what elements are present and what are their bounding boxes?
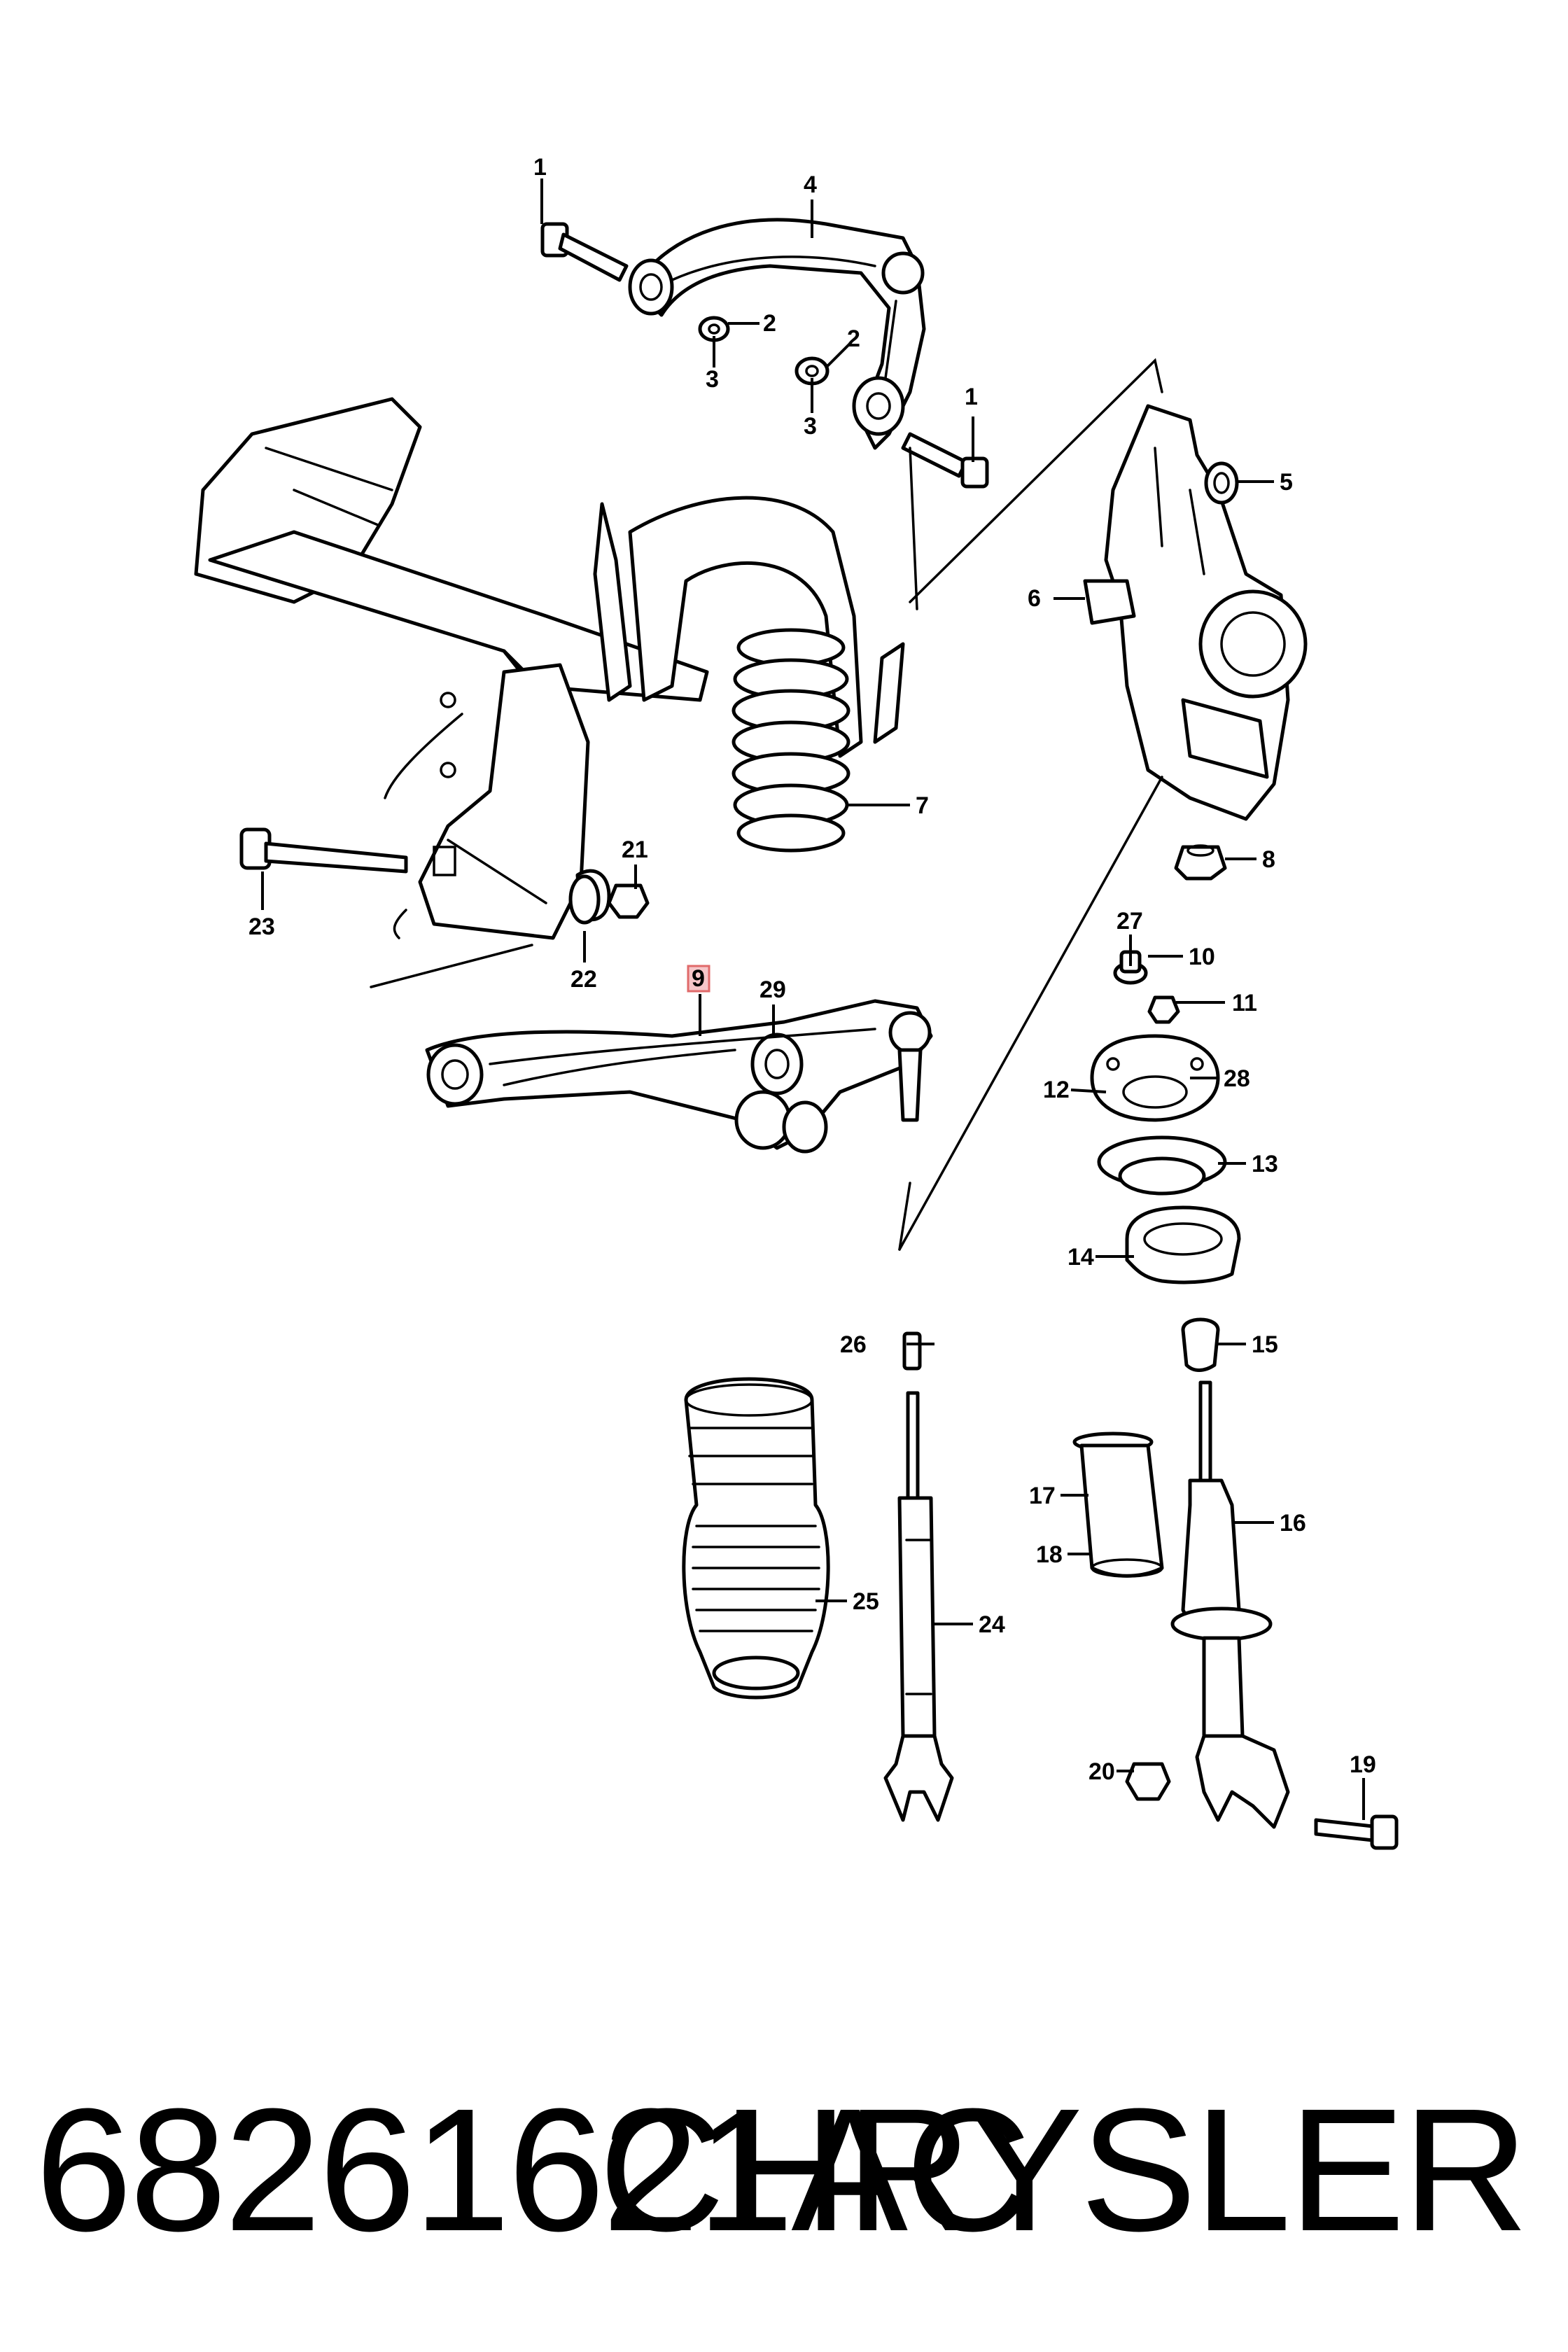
callout-27: 27 — [1116, 908, 1143, 934]
callout-3: 3 — [706, 366, 719, 393]
callout-8: 8 — [1262, 846, 1275, 873]
callout-17: 17 — [1029, 1483, 1056, 1509]
upper-control-arm — [628, 218, 926, 450]
callout-21: 21 — [622, 836, 648, 863]
bolt-19 — [1314, 1814, 1399, 1850]
callout-16: 16 — [1280, 1510, 1306, 1536]
bolt-upper-right — [901, 432, 989, 489]
callout-1: 1 — [533, 154, 547, 181]
callout-2: 2 — [847, 326, 860, 352]
callout-9: 9 — [692, 965, 705, 992]
steering-knuckle — [1083, 404, 1308, 821]
callout-28: 28 — [1224, 1065, 1250, 1092]
bumper-15 — [1181, 1317, 1220, 1372]
isolator-13 — [1097, 1135, 1227, 1196]
callout-15: 15 — [1252, 1331, 1278, 1358]
callout-numbers: 1 4 2 3 2 3 1 5 6 7 8 9 29 27 10 11 12 2… — [248, 154, 1376, 1785]
callout-leaders — [261, 178, 1365, 1820]
callout-20: 20 — [1088, 1758, 1115, 1785]
callout-22: 22 — [570, 966, 597, 993]
part-number: 68261621AC — [35, 2072, 1032, 2267]
exploded-parts-diagram: 1 4 2 3 2 3 1 5 6 7 8 9 29 27 10 11 12 2… — [194, 154, 1399, 1850]
bolt-23 — [239, 827, 408, 874]
nut-8 — [1174, 844, 1227, 881]
callout-6: 6 — [1028, 585, 1041, 612]
strut-16 — [1170, 1380, 1290, 1829]
callout-19: 19 — [1350, 1751, 1376, 1778]
highlight-box-9 — [687, 965, 710, 993]
callout-25: 25 — [853, 1588, 879, 1615]
callout-11: 11 — [1232, 990, 1257, 1016]
callout-29: 29 — [760, 976, 786, 1003]
callout-18: 18 — [1036, 1541, 1063, 1568]
bushing-22 — [568, 869, 611, 925]
bolt-upper-left — [540, 222, 629, 282]
callout-5: 5 — [1280, 469, 1293, 496]
coil-spring — [732, 628, 850, 853]
nut-11 — [1147, 995, 1180, 1024]
spring-seat-14 — [1125, 1205, 1241, 1284]
callout-3: 3 — [804, 413, 817, 440]
callout-14: 14 — [1068, 1244, 1094, 1270]
nut-21 — [607, 883, 650, 919]
air-spring-boot — [682, 1377, 830, 1700]
nut-5 — [1204, 461, 1239, 505]
callout-10: 10 — [1189, 944, 1215, 970]
brand-name: CHRYSLER — [598, 2072, 1529, 2267]
nut-20 — [1125, 1762, 1171, 1801]
callout-12: 12 — [1043, 1077, 1070, 1103]
callout-7: 7 — [916, 792, 929, 819]
callout-24: 24 — [979, 1611, 1005, 1638]
shock-24 — [883, 1331, 954, 1822]
callout-23: 23 — [248, 913, 275, 940]
vehicle-frame — [194, 397, 905, 940]
lower-control-arm — [425, 999, 933, 1154]
callout-4: 4 — [804, 172, 817, 198]
callout-2: 2 — [763, 310, 776, 337]
callout-1: 1 — [965, 384, 978, 410]
callout-26: 26 — [840, 1331, 867, 1358]
dust-boot-17 — [1072, 1432, 1164, 1578]
callout-13: 13 — [1252, 1151, 1278, 1177]
